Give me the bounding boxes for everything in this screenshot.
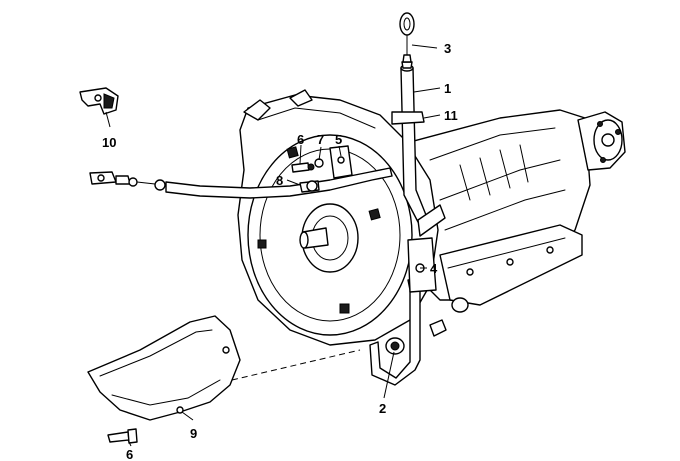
callout-7: 7	[317, 132, 324, 147]
converter-housing	[237, 89, 439, 346]
callout-8: 8	[276, 173, 283, 188]
callout-4: 4	[430, 261, 438, 276]
dipstick-assembly	[391, 12, 446, 237]
callout-11: 11	[444, 108, 458, 123]
cover-plate	[87, 315, 241, 444]
callout-5: 5	[335, 132, 342, 147]
callout-2: 2	[379, 401, 386, 416]
callout-10: 10	[102, 135, 116, 150]
callout-3: 3	[444, 41, 451, 56]
bolts-and-bracket	[291, 145, 353, 193]
callout-6-top: 6	[297, 132, 304, 147]
assembly-line	[231, 349, 361, 381]
callout-6-bottom: 6	[126, 447, 133, 461]
leader-lines	[105, 44, 441, 447]
bracket-10-part	[79, 87, 119, 115]
callout-9: 9	[190, 426, 197, 441]
oil-line-and-bracket	[369, 237, 437, 386]
output-flange	[577, 111, 626, 171]
callout-1: 1	[444, 81, 451, 96]
oil-pan	[439, 224, 583, 306]
sleeve-part	[429, 297, 469, 337]
selector-cable	[89, 167, 393, 199]
